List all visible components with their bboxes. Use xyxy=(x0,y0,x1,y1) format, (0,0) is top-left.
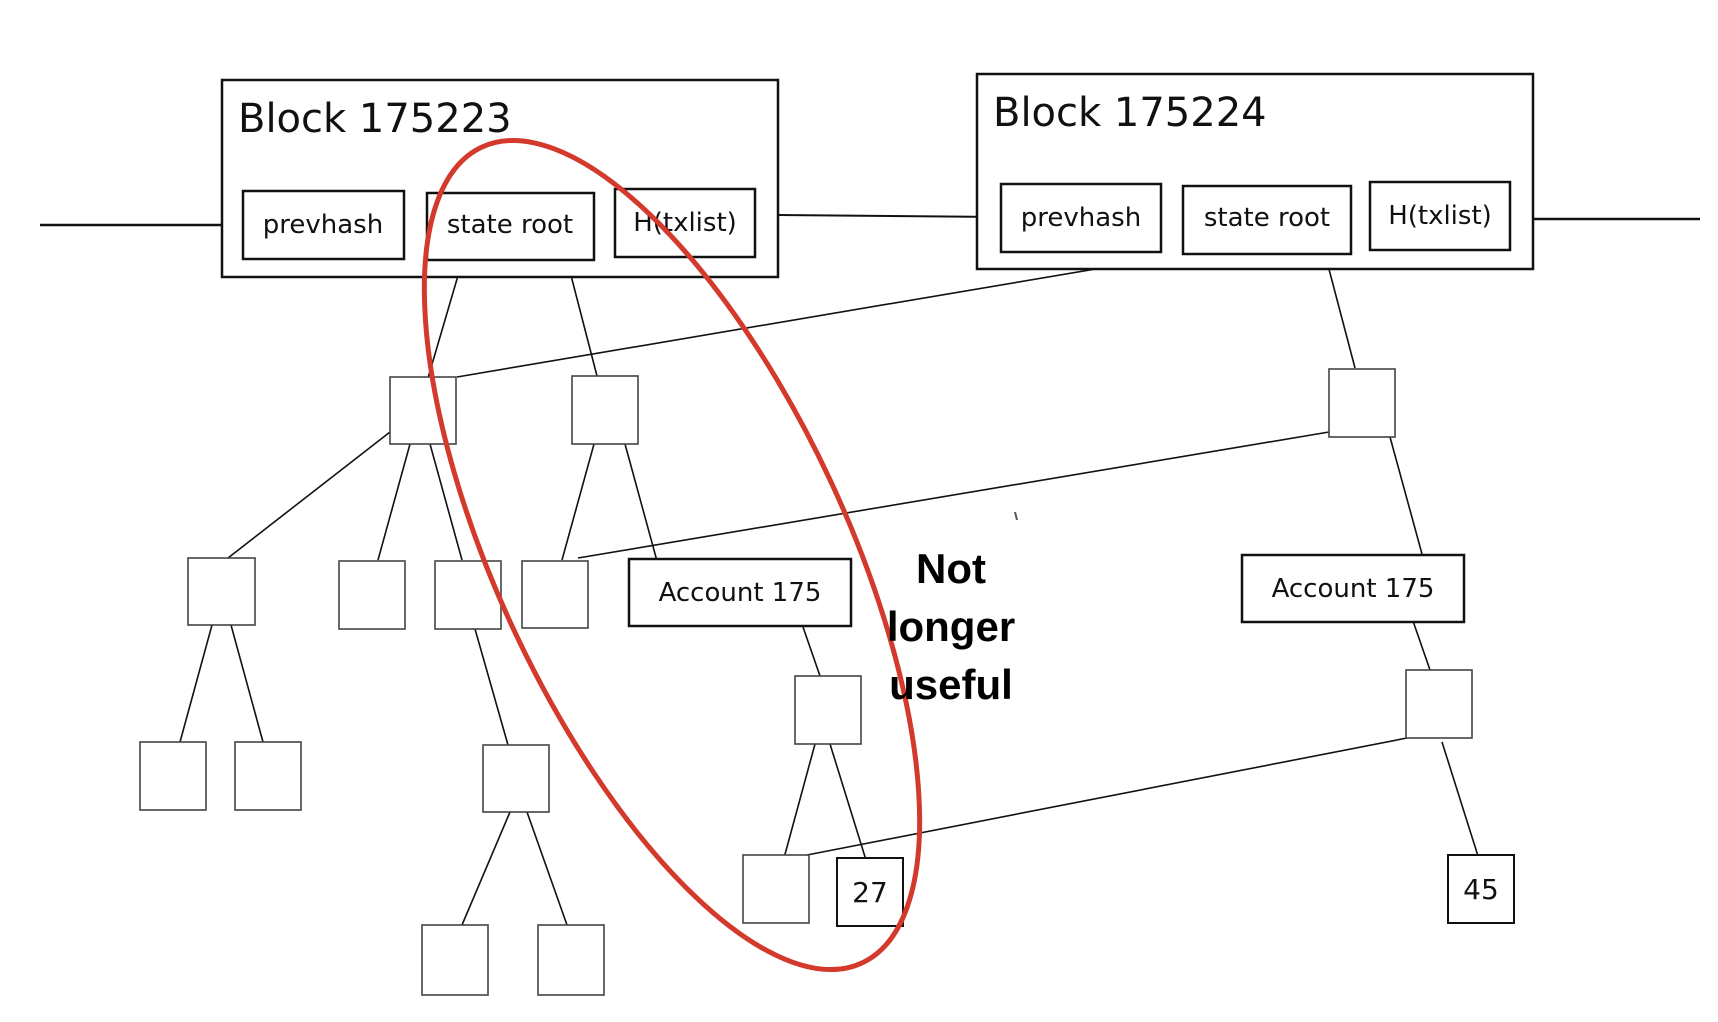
block-175224: Block 175224 prevhash state root H(txlis… xyxy=(975,72,1535,271)
txlist-hash-label: H(txlist) xyxy=(1388,201,1492,231)
trie-nodes xyxy=(139,368,1473,996)
edge xyxy=(526,811,568,926)
account-node xyxy=(627,557,853,628)
edge xyxy=(829,743,867,861)
trie-node xyxy=(521,560,589,629)
account-label: Account 175 xyxy=(659,578,822,608)
trie-node xyxy=(1328,368,1396,438)
chain-link-middle xyxy=(777,214,1002,218)
edge-shared xyxy=(806,737,1408,856)
annotation-line-1: Not xyxy=(916,545,986,592)
edge xyxy=(474,628,509,746)
edge xyxy=(227,431,391,559)
highlight-ellipse xyxy=(421,138,923,972)
trie-node xyxy=(742,854,810,924)
prevhash-label: prevhash xyxy=(1021,203,1141,233)
edge xyxy=(427,261,463,379)
edge xyxy=(783,743,816,859)
edge xyxy=(1389,436,1423,555)
trie-node xyxy=(537,924,605,996)
prevhash-field xyxy=(241,189,406,261)
edge xyxy=(566,259,598,377)
edge xyxy=(429,443,463,561)
state-root-label: state root xyxy=(1204,203,1330,233)
state-root-field xyxy=(1181,184,1353,256)
account-old: Account 175 xyxy=(627,557,853,628)
block-175223: Block 175223 prevhash state root H(txlis… xyxy=(220,78,780,279)
trie-node xyxy=(1405,669,1473,739)
stray-mark xyxy=(1014,511,1018,521)
trie-node xyxy=(187,557,256,626)
trie-node xyxy=(794,675,862,745)
state-root-label: state root xyxy=(447,210,573,240)
edge-shared xyxy=(577,431,1330,559)
trie-node xyxy=(234,741,302,811)
trie-node xyxy=(139,741,207,811)
account-new: Account 175 xyxy=(1240,553,1466,624)
edge xyxy=(802,626,821,677)
account-node xyxy=(1240,553,1466,624)
prevhash-label: prevhash xyxy=(263,210,383,240)
state-root-field xyxy=(425,191,596,262)
txlist-hash-field xyxy=(1368,180,1512,252)
block-title: Block 175223 xyxy=(238,96,512,142)
trie-node xyxy=(421,924,489,996)
txlist-hash-field xyxy=(613,187,757,259)
block-title: Block 175224 xyxy=(993,90,1267,136)
prevhash-field xyxy=(999,182,1163,254)
annotation-line-3: useful xyxy=(889,661,1013,708)
edge-shared xyxy=(456,253,1185,378)
annotation: Not longer useful xyxy=(887,545,1015,708)
trie-edges xyxy=(40,214,1700,926)
value-node xyxy=(836,857,904,927)
account-label: Account 175 xyxy=(1272,574,1435,604)
edge xyxy=(1324,253,1356,369)
trie-node xyxy=(482,744,550,813)
trie-node xyxy=(338,560,406,630)
value-leaf-new: 45 xyxy=(1447,854,1515,924)
edge xyxy=(1441,741,1479,857)
annotation-line-2: longer xyxy=(887,603,1015,650)
value-node xyxy=(1447,854,1515,924)
trie-node xyxy=(571,375,639,445)
edge xyxy=(624,443,658,562)
value-leaf-old: 27 xyxy=(836,857,904,927)
edge xyxy=(1412,620,1431,671)
trie-node xyxy=(434,560,502,630)
edge xyxy=(179,624,213,743)
edge xyxy=(377,443,411,561)
edge xyxy=(230,624,264,743)
edge xyxy=(561,443,595,561)
edge xyxy=(461,811,511,926)
value-label: 45 xyxy=(1463,873,1499,906)
value-label: 27 xyxy=(852,876,888,909)
